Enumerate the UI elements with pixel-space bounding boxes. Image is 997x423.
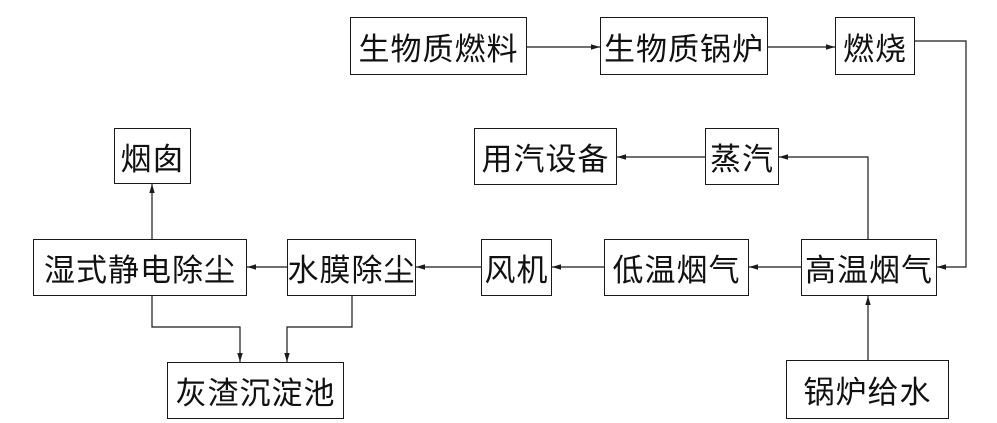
node-chimney: 烟囱 <box>114 128 191 184</box>
arrow-combustion-to-high-temp-gas <box>915 40 967 270</box>
arrow-water-film-to-ash-tank <box>284 295 353 362</box>
node-biomass-fuel: 生物质燃料 <box>350 17 527 75</box>
node-boiler-feed-water: 锅炉给水 <box>786 360 949 419</box>
node-water-film-dust-removal: 水膜除尘 <box>287 239 416 296</box>
node-biomass-boiler: 生物质锅炉 <box>600 17 768 75</box>
arrow-high-temp-gas-to-steam <box>779 154 869 239</box>
node-low-temp-flue-gas: 低温烟气 <box>604 239 749 296</box>
node-fan: 风机 <box>481 239 552 296</box>
node-steam: 蒸汽 <box>705 128 779 185</box>
node-combustion: 燃烧 <box>835 17 915 75</box>
node-steam-equipment: 用汽设备 <box>474 128 617 185</box>
arrow-wet-esp-to-ash-tank <box>151 295 243 362</box>
node-ash-settling-tank: 灰渣沉淀池 <box>167 362 344 419</box>
node-high-temp-flue-gas: 高温烟气 <box>801 239 937 296</box>
node-wet-esp: 湿式静电除尘 <box>33 239 247 296</box>
